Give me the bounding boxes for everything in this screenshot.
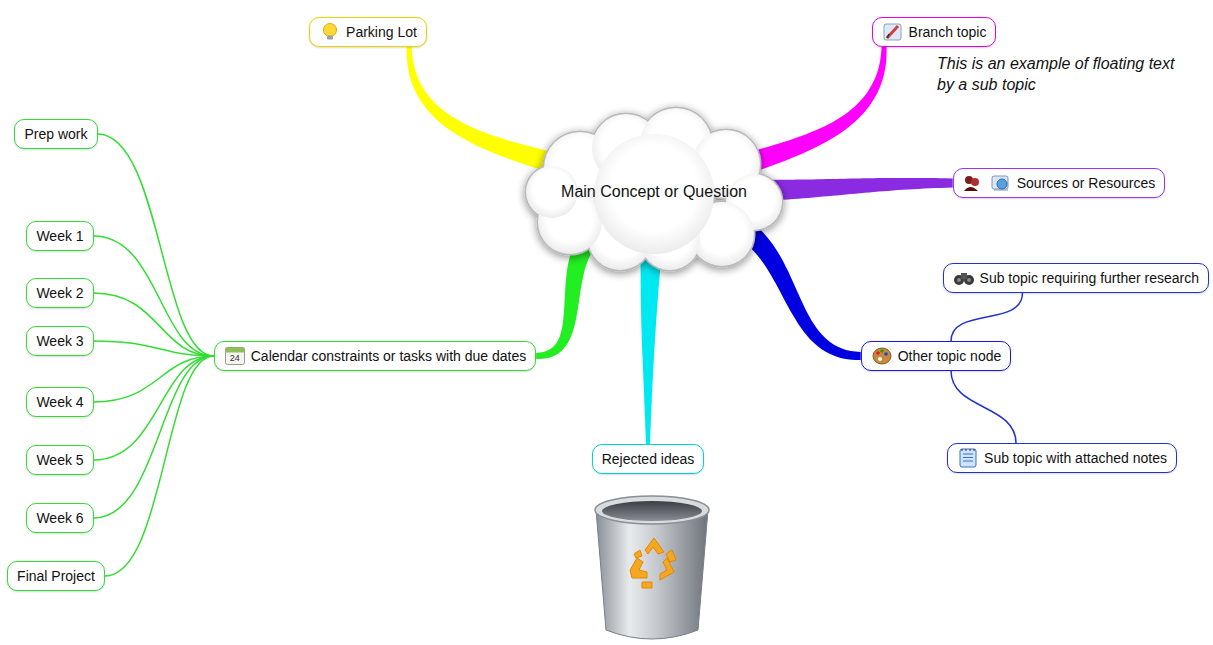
topic-icon (963, 173, 985, 193)
task-connector (94, 356, 214, 460)
topic-text: Sub topic requiring further research (980, 270, 1199, 286)
subtopic-connector (951, 371, 1016, 443)
topic-text: Sources or Resources (1017, 175, 1156, 191)
floating-note: This is an example of floating text by a… (937, 53, 1187, 95)
topic-box: Sources or Resources (953, 168, 1166, 198)
task-connector (94, 293, 214, 356)
topic-icon (953, 268, 975, 288)
topic-box: Week 3 (26, 326, 93, 356)
trash-can (590, 492, 714, 644)
topic-text: Week 6 (36, 510, 83, 526)
task-connector (94, 341, 214, 356)
topic-box: Parking Lot (309, 17, 427, 47)
topic-box: 24 Calendar constraints or tasks with due… (214, 341, 536, 371)
topic-box: Week 2 (26, 278, 93, 308)
topic-text: Week 2 (36, 285, 83, 301)
topic-icon (319, 22, 341, 42)
topic-icon (871, 346, 893, 366)
topic-box: Final Project (7, 561, 105, 591)
topic-text: Sub topic with attached notes (984, 450, 1167, 466)
recycle-symbol (630, 538, 676, 588)
topic-box: Prep work (14, 119, 97, 149)
topic-text: Other topic node (898, 348, 1002, 364)
task-connector (105, 356, 214, 576)
topic-box: Rejected ideas (592, 444, 705, 474)
topic-box: Other topic node (861, 341, 1012, 371)
topic-text: Rejected ideas (602, 451, 695, 467)
topic-box: Week 5 (26, 445, 93, 475)
subtopic-connector (951, 293, 1022, 341)
trash-inside (602, 501, 702, 521)
topic-text: Week 5 (36, 452, 83, 468)
trash-body (596, 510, 708, 639)
topic-box: Week 6 (26, 503, 93, 533)
topic-icon: 24 (224, 346, 246, 366)
task-connector (94, 236, 214, 356)
topic-text: Parking Lot (346, 24, 417, 40)
topic-icon (990, 173, 1012, 193)
topic-text: Prep work (24, 126, 87, 142)
topic-box: Sub topic with attached notes (947, 443, 1177, 473)
main-question: Main Concept or Question (561, 183, 747, 201)
cloud-node: Main Concept or Question (518, 110, 790, 274)
topic-box: Branch topic (872, 17, 997, 47)
topic-text: Calendar constraints or tasks with due d… (251, 348, 526, 364)
topic-box: Week 4 (26, 387, 93, 417)
topic-box: Week 1 (26, 221, 93, 251)
topic-text: Branch topic (909, 24, 987, 40)
topic-icon (882, 22, 904, 42)
topic-text: Week 4 (36, 394, 83, 410)
topic-text: Week 1 (36, 228, 83, 244)
topic-text: Week 3 (36, 333, 83, 349)
topic-text: Final Project (17, 568, 95, 584)
topic-box: Sub topic requiring further research (943, 263, 1209, 293)
calendar-day: 24 (224, 353, 246, 364)
trash-rim (595, 496, 709, 524)
topic-icon (957, 448, 979, 468)
task-connector (94, 356, 214, 518)
